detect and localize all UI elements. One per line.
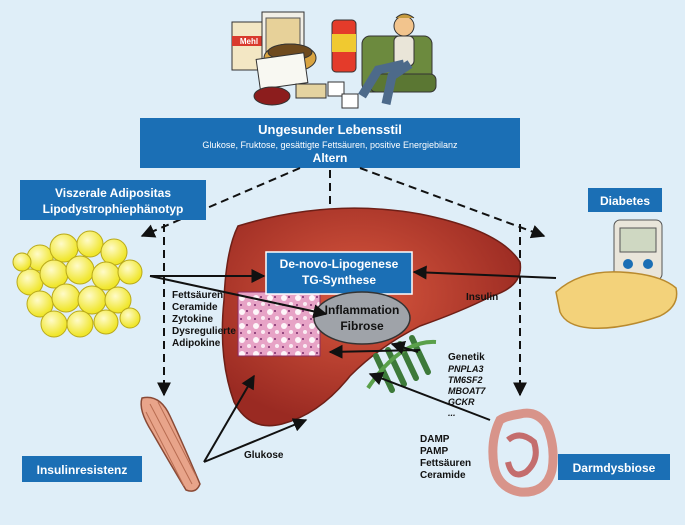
genetics-block: Genetik PNPLA3 TM6SF2 MBOAT7 GCKR ... [448, 352, 485, 419]
intestine-illustration [488, 408, 558, 497]
gut-factor: Ceramide [420, 470, 466, 481]
dnl-line2: TG-Synthese [302, 273, 376, 287]
lifestyle-box [140, 118, 520, 168]
fat-cells-illustration [12, 230, 143, 338]
muscle-illustration [140, 396, 201, 492]
inflammation-line2: Fibrose [340, 319, 384, 333]
adipose-factor: Adipokine [172, 338, 221, 349]
food-illustration: Mehl [231, 11, 359, 109]
glucose-meter-illustration [613, 219, 663, 284]
muscle-fibers [145, 401, 197, 487]
dnl-box [265, 251, 413, 295]
gut-factors-list: DAMP PAMP Fettsäuren Ceramide [420, 434, 471, 482]
dysbiosis-box [558, 454, 670, 480]
solid-arrows [149, 265, 557, 463]
flour-label: Mehl [240, 37, 258, 46]
gene-item: ... [448, 408, 456, 418]
dysbiosis-label: Darmdysbiose [573, 461, 656, 475]
visceral-line1: Viszerale Adipositas [55, 186, 171, 200]
couch-person-illustration [358, 13, 437, 105]
lifestyle-title: Ungesunder Lebensstil [258, 122, 402, 137]
pancreas-illustration [555, 271, 678, 329]
visceral-adiposity-box [20, 180, 206, 220]
adipose-factor: Dysregulierte [172, 326, 236, 337]
gut-factor: PAMP [420, 446, 449, 457]
gene-item: TM6SF2 [448, 375, 483, 385]
lifestyle-age: Altern [313, 151, 348, 165]
adipose-factor: Ceramide [172, 302, 218, 313]
insulin-resistance-label: Insulinresistenz [37, 463, 128, 477]
adipose-factor: Fettsäuren [172, 290, 224, 301]
gene-item: PNPLA3 [448, 364, 484, 374]
dnl-line1: De-novo-Lipogenese [280, 257, 399, 271]
diabetes-box [588, 188, 662, 212]
adipose-factor: Zytokine [172, 314, 214, 325]
glucose-label: Glukose [244, 450, 284, 461]
lifestyle-detail: Glukose, Fruktose, gesättigte Fettsäuren… [202, 140, 458, 150]
liver-histology-image [237, 291, 321, 357]
gut-factor: Fettsäuren [420, 458, 472, 469]
visceral-line2: Lipodystrophiephänotyp [43, 202, 184, 216]
small-intestine [505, 432, 539, 478]
insulin-label: Insulin [466, 292, 499, 303]
adipose-factors-list: Fettsäuren Ceramide Zytokine Dysregulier… [172, 290, 236, 350]
inflammation-line1: Inflammation [325, 303, 400, 317]
gene-item: MBOAT7 [448, 386, 486, 396]
inflammation-ellipse [313, 291, 411, 345]
genetics-title: Genetik [448, 352, 485, 363]
gut-factor: DAMP [420, 434, 450, 445]
gene-item: GCKR [448, 397, 475, 407]
diabetes-label: Diabetes [600, 194, 650, 208]
insulin-resistance-box [22, 456, 142, 482]
